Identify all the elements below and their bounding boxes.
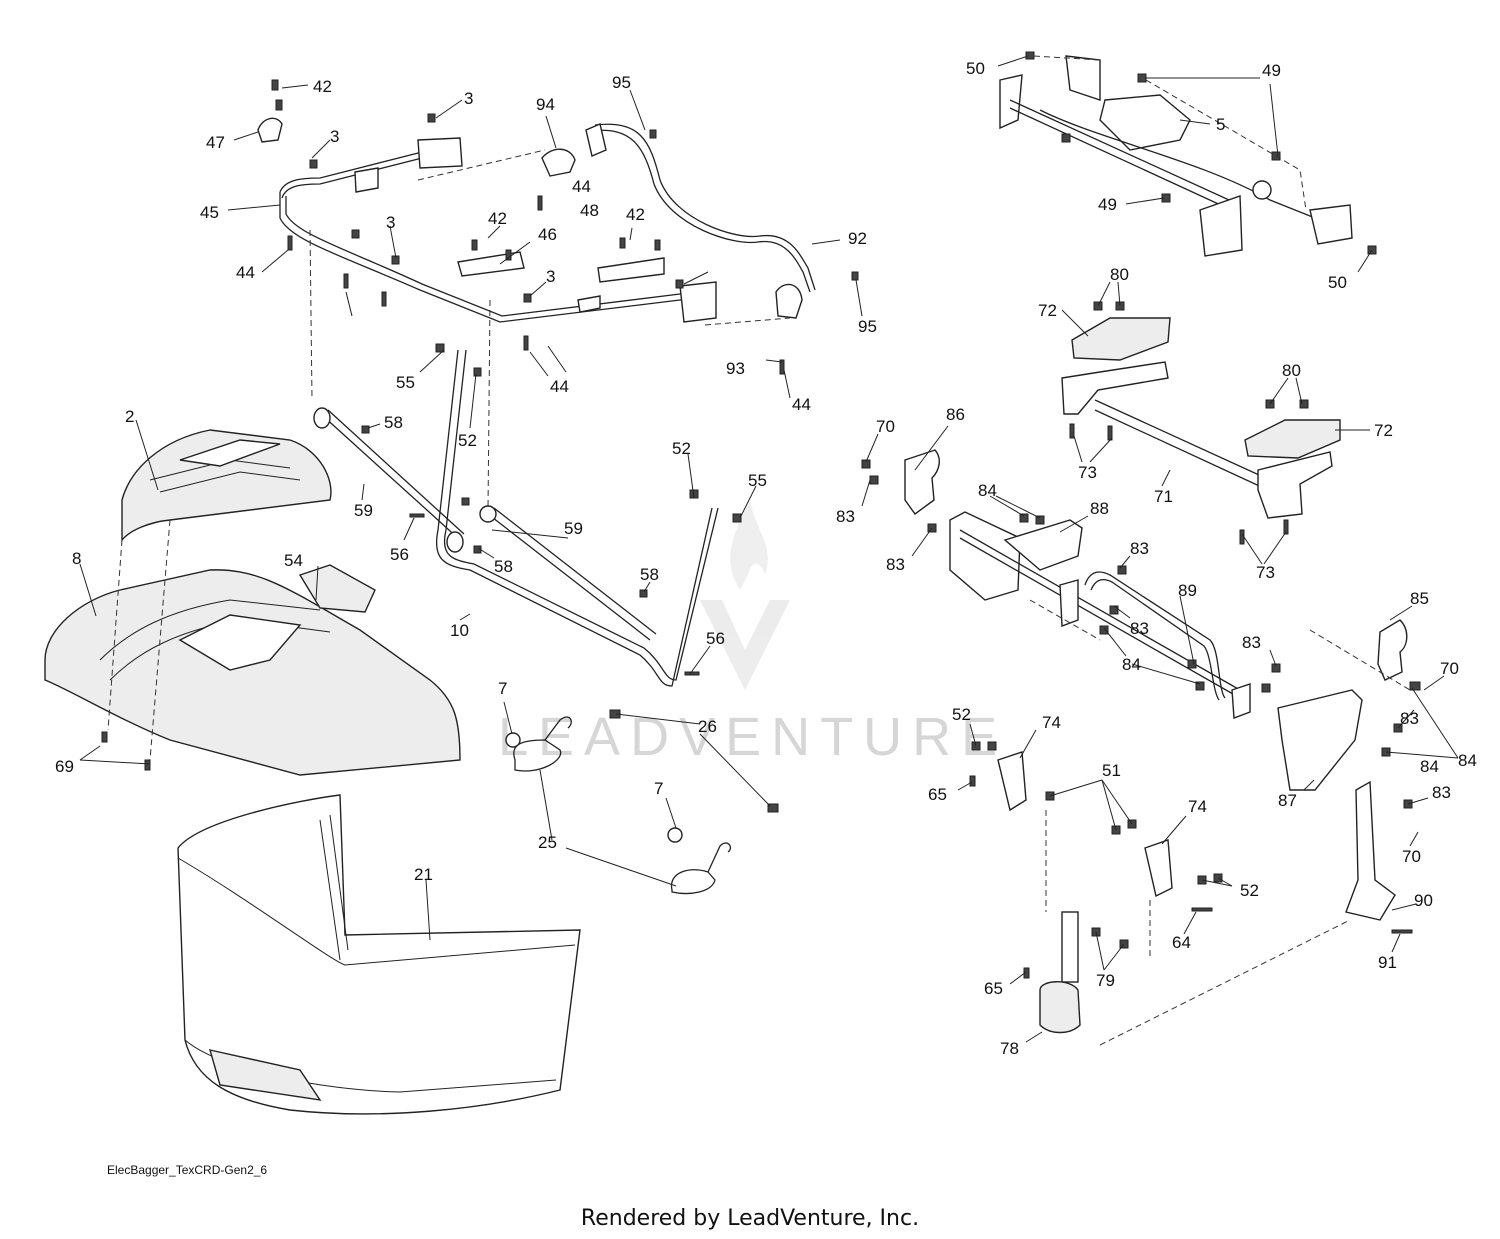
callout-74: 74 xyxy=(1042,713,1061,732)
mount-bracket xyxy=(1061,301,1341,545)
callout-49: 49 xyxy=(1262,61,1281,80)
callout-52: 52 xyxy=(952,705,971,724)
callout-80: 80 xyxy=(1282,361,1301,380)
callout-83: 83 xyxy=(1242,633,1261,652)
callout-58: 58 xyxy=(494,557,513,576)
callout-3: 3 xyxy=(386,213,395,232)
callout-90: 90 xyxy=(1414,891,1433,910)
callout-85: 85 xyxy=(1410,589,1429,608)
callout-83: 83 xyxy=(1432,783,1451,802)
callout-44: 44 xyxy=(572,177,591,196)
callout-3: 3 xyxy=(330,127,339,146)
callout-50: 50 xyxy=(966,59,985,78)
callout-73: 73 xyxy=(1256,563,1275,582)
callout-70: 70 xyxy=(1402,847,1421,866)
callout-44: 44 xyxy=(792,395,811,414)
callout-94: 94 xyxy=(536,95,555,114)
callout-70: 70 xyxy=(1440,659,1459,678)
callout-58: 58 xyxy=(384,413,403,432)
callout-95: 95 xyxy=(858,317,877,336)
callout-70: 70 xyxy=(876,417,895,436)
callout-73: 73 xyxy=(1078,463,1097,482)
callout-5: 5 xyxy=(1216,115,1225,134)
callout-84: 84 xyxy=(978,481,997,500)
callout-21: 21 xyxy=(414,865,433,884)
callout-51: 51 xyxy=(1102,761,1121,780)
callout-64: 64 xyxy=(1172,933,1191,952)
callout-42: 42 xyxy=(313,77,332,96)
callout-labels: 42 47 3 95 94 45 44 42 48 42 46 92 3 3 3… xyxy=(55,59,1477,1058)
callout-2: 2 xyxy=(125,407,134,426)
callout-83: 83 xyxy=(1130,619,1149,638)
callout-74: 74 xyxy=(1188,797,1207,816)
callout-72: 72 xyxy=(1038,301,1057,320)
callout-44: 44 xyxy=(236,263,255,282)
spring-hooks xyxy=(505,709,779,895)
axle-assembly xyxy=(999,51,1377,257)
callout-48: 48 xyxy=(580,201,599,220)
callout-88: 88 xyxy=(1090,499,1109,518)
callout-84: 84 xyxy=(1458,751,1477,770)
callout-55: 55 xyxy=(748,471,767,490)
lower-tube-frame xyxy=(313,343,742,687)
callout-42: 42 xyxy=(626,205,645,224)
callout-59: 59 xyxy=(564,519,583,538)
callout-3: 3 xyxy=(464,89,473,108)
callout-92: 92 xyxy=(848,229,867,248)
callout-42: 42 xyxy=(488,209,507,228)
callout-84: 84 xyxy=(1122,655,1141,674)
callout-26: 26 xyxy=(698,717,717,736)
callout-83: 83 xyxy=(1400,709,1419,728)
callout-86: 86 xyxy=(946,405,965,424)
callout-93: 93 xyxy=(726,359,745,378)
grass-bag xyxy=(177,794,581,1115)
callout-58: 58 xyxy=(640,565,659,584)
callout-47: 47 xyxy=(206,133,225,152)
callout-52: 52 xyxy=(672,439,691,458)
callout-65: 65 xyxy=(928,785,947,804)
callout-8: 8 xyxy=(72,549,81,568)
callout-69: 69 xyxy=(55,757,74,776)
callout-89: 89 xyxy=(1178,581,1197,600)
leader-lines xyxy=(79,55,1459,1043)
bagger-cover xyxy=(44,429,461,776)
callout-49: 49 xyxy=(1098,195,1117,214)
footer-credit: Rendered by LeadVenture, Inc. xyxy=(580,1206,920,1231)
watermark-text: LEADVENTURE xyxy=(498,707,1007,767)
callout-83: 83 xyxy=(836,507,855,526)
callout-44: 44 xyxy=(550,377,569,396)
callout-56: 56 xyxy=(706,629,725,648)
callout-72: 72 xyxy=(1374,421,1393,440)
callout-52: 52 xyxy=(458,431,477,450)
bagger-frame xyxy=(257,79,859,511)
callout-80: 80 xyxy=(1110,265,1129,284)
callout-87: 87 xyxy=(1278,791,1297,810)
callout-3: 3 xyxy=(546,267,555,286)
callout-84: 84 xyxy=(1420,757,1439,776)
callout-50: 50 xyxy=(1328,273,1347,292)
callout-55: 55 xyxy=(396,373,415,392)
callout-71: 71 xyxy=(1154,487,1173,506)
callout-46: 46 xyxy=(538,225,557,244)
callout-95: 95 xyxy=(612,73,631,92)
callout-83: 83 xyxy=(1130,539,1149,558)
callout-83: 83 xyxy=(886,555,905,574)
callout-45: 45 xyxy=(200,203,219,222)
callout-78: 78 xyxy=(1000,1039,1019,1058)
callout-54: 54 xyxy=(284,551,303,570)
callout-10: 10 xyxy=(450,621,469,640)
diagram-code: ElecBagger_TexCRD-Gen2_6 xyxy=(107,1163,268,1177)
callout-7: 7 xyxy=(498,679,507,698)
callout-7: 7 xyxy=(654,779,663,798)
callout-79: 79 xyxy=(1096,971,1115,990)
callout-65: 65 xyxy=(984,979,1003,998)
callout-52: 52 xyxy=(1240,881,1259,900)
callout-91: 91 xyxy=(1378,953,1397,972)
callout-59: 59 xyxy=(354,501,373,520)
callout-56: 56 xyxy=(390,545,409,564)
callout-25: 25 xyxy=(538,833,557,852)
